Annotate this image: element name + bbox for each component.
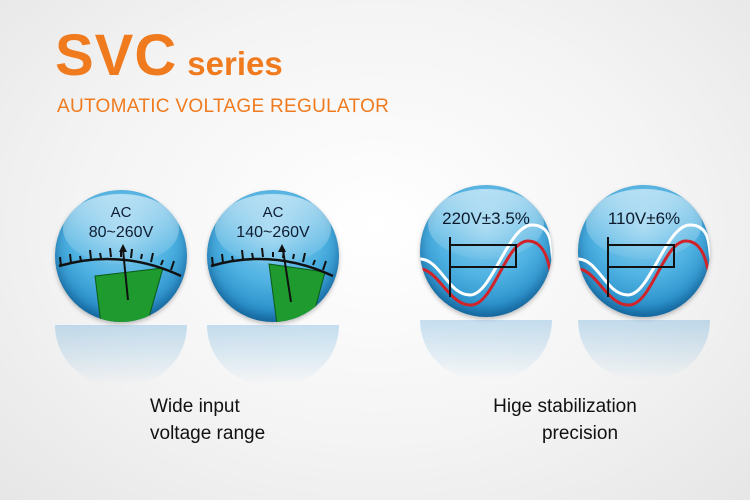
voltage-range-label: 140~260V xyxy=(236,224,310,241)
meter-gauge-icon xyxy=(210,244,334,322)
voltage-meter-dial-2: AC 140~260V xyxy=(207,190,339,322)
ac-label: AC xyxy=(110,204,132,221)
caption-line: precision xyxy=(541,423,619,444)
dial-reflection xyxy=(578,320,710,380)
precision-label: 110V±6% xyxy=(607,209,681,228)
meter-gauge-icon xyxy=(58,244,182,322)
voltage-range-label: 80~260V xyxy=(88,224,154,241)
voltage-meter-dial-1: AC 80~260V xyxy=(55,190,187,322)
caption-wide-input: Wide input voltage range xyxy=(150,393,265,447)
caption-line: voltage range xyxy=(150,423,266,444)
sine-wave-icon xyxy=(578,223,710,307)
precision-wave-dial-1: 220V±3.5% xyxy=(420,185,552,317)
sine-wave-icon xyxy=(420,223,552,307)
precision-wave-dial-2: 110V±6% xyxy=(578,185,710,317)
dial-reflection xyxy=(420,320,552,380)
dial-reflection xyxy=(207,325,339,385)
caption-line: Wide input xyxy=(150,396,240,417)
dial-reflection xyxy=(55,325,187,385)
caption-stabilization: Hige stabilization precision xyxy=(490,393,640,447)
series-word: series xyxy=(187,45,283,82)
dial-gloss xyxy=(428,189,544,259)
ac-label: AC xyxy=(262,204,284,221)
caption-line: Hige stabilization xyxy=(493,396,637,417)
precision-label: 220V±3.5% xyxy=(442,209,530,228)
dial-gloss xyxy=(586,189,702,259)
product-subtitle: AUTOMATIC VOLTAGE REGULATOR xyxy=(57,96,390,117)
brand-name: SVC xyxy=(55,23,178,88)
